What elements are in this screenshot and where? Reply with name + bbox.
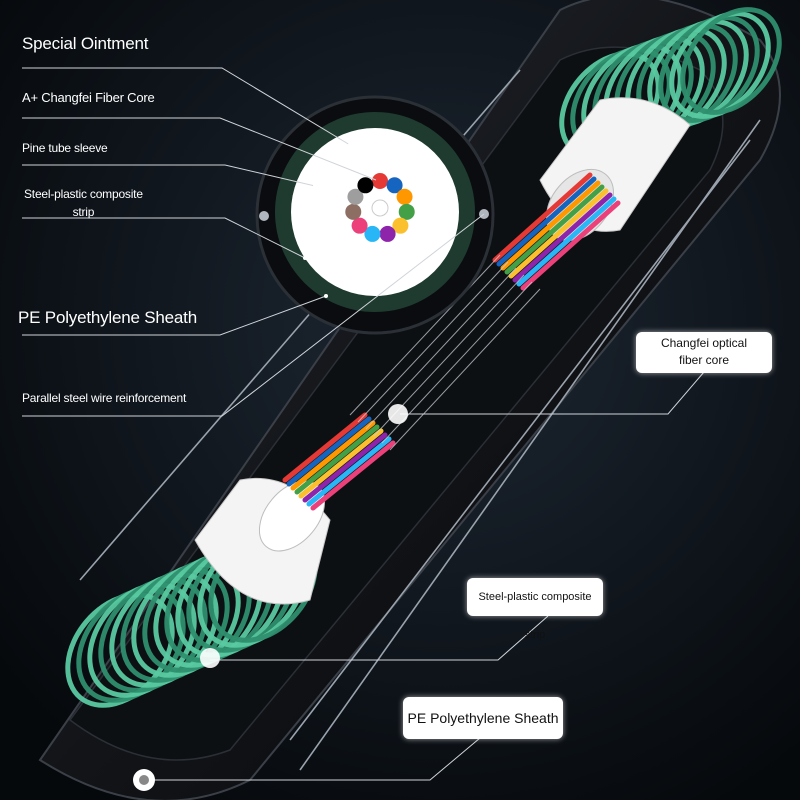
callout-pe-sheath: PE Polyethylene Sheath bbox=[403, 697, 563, 739]
fiber-strand bbox=[290, 420, 376, 491]
loose-tube-bottom bbox=[194, 477, 331, 605]
fiber-strand bbox=[492, 172, 593, 263]
label-composite-strip: Steel-plastic composite strip bbox=[24, 185, 143, 221]
fiber-dot bbox=[396, 188, 413, 205]
fiber-strand bbox=[298, 428, 384, 499]
fiber-dot bbox=[398, 203, 415, 220]
fiber-strand bbox=[500, 180, 601, 271]
fiber-dot bbox=[392, 217, 409, 234]
label-steel-wire: Parallel steel wire reinforcement bbox=[22, 391, 187, 405]
fiber-dot bbox=[345, 203, 362, 220]
fiber-dot bbox=[379, 225, 396, 242]
fiber-strand bbox=[286, 416, 372, 487]
callout-optical-core-line2: fiber core bbox=[678, 353, 730, 367]
label-composite-strip-line1: Steel-plastic composite bbox=[24, 187, 143, 201]
callout-optical-core: Changfei optical fiber core bbox=[636, 332, 772, 373]
steel-wire-dot-left bbox=[259, 211, 269, 221]
fiber-strand bbox=[496, 176, 597, 267]
fiber-strand bbox=[310, 440, 396, 511]
fiber-strand bbox=[508, 188, 609, 279]
fiber-dot bbox=[364, 225, 381, 242]
armor-ring bbox=[669, 11, 771, 119]
label-tube-sleeve: Pine tube sleeve bbox=[22, 141, 108, 155]
callout-optical-core-line1: Changfei optical bbox=[660, 336, 748, 350]
fiber-dot bbox=[372, 173, 388, 189]
fiber-dot bbox=[351, 217, 368, 234]
fiber-bundle-bottom bbox=[282, 412, 396, 511]
armor-ring bbox=[680, 7, 782, 115]
callout-composite-strip: Steel-plastic composite strip bbox=[467, 578, 603, 641]
fiber-strand bbox=[306, 436, 392, 507]
fiber-strand bbox=[520, 200, 621, 291]
label-composite-strip-line2: strip bbox=[72, 205, 95, 219]
fiber-strand bbox=[302, 432, 388, 503]
leader-lines bbox=[22, 67, 705, 781]
marker-dots bbox=[133, 143, 408, 791]
fiber-strand bbox=[504, 184, 605, 275]
fiber-dot bbox=[386, 177, 403, 194]
label-pe-sheath: PE Polyethylene Sheath bbox=[18, 308, 197, 327]
fiber-strand bbox=[282, 412, 368, 483]
fiber-dots bbox=[345, 173, 415, 242]
fiber-strand bbox=[516, 196, 617, 287]
label-special-ointment: Special Ointment bbox=[22, 34, 149, 53]
fiber-bundle-top bbox=[492, 172, 621, 291]
fiber-strand bbox=[512, 192, 613, 283]
fiber-strand bbox=[294, 424, 380, 495]
fiber-dot bbox=[347, 188, 364, 205]
label-fiber-core: A+ Changfei Fiber Core bbox=[22, 90, 155, 105]
fiber-dot bbox=[357, 177, 374, 194]
